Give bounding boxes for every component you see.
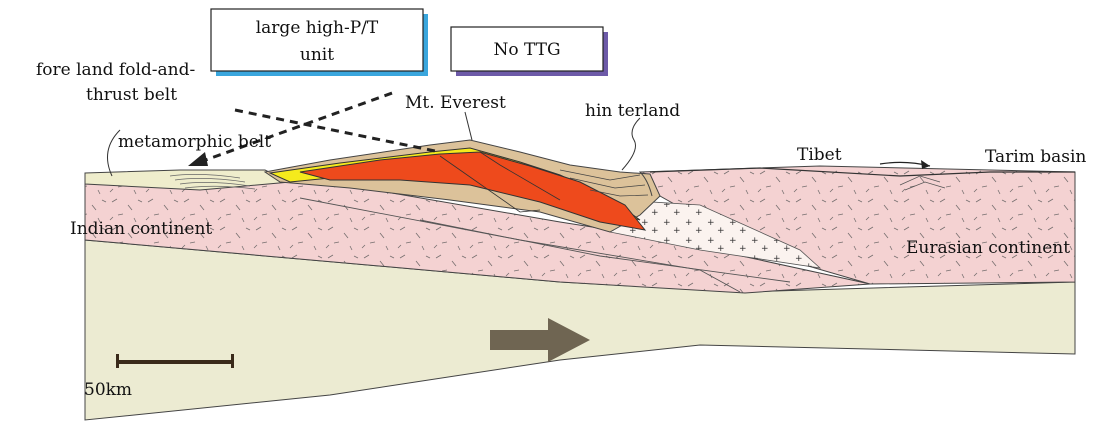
no-ttg-label: No TTG xyxy=(493,40,560,60)
scale-bar-label: 50km xyxy=(84,380,132,400)
hinterland-label: hin terland xyxy=(585,101,680,121)
high-pt-box-line1: large high-P/T xyxy=(256,18,379,38)
exhumation-arrowhead xyxy=(188,152,208,166)
foreland-label-line2: thrust belt xyxy=(86,85,177,105)
foreland-label-line1: fore land fold-and- xyxy=(36,60,195,80)
indian-continent-label: Indian continent xyxy=(70,219,212,239)
hinterland-leader xyxy=(622,118,640,170)
high-pt-box: large high-P/T unit xyxy=(211,9,428,76)
metamorphic-belt-label: metamorphic belt xyxy=(118,132,271,152)
no-ttg-box: No TTG xyxy=(451,27,608,76)
tibet-label: Tibet xyxy=(797,145,842,165)
mt-everest-label: Mt. Everest xyxy=(405,93,506,113)
everest-leader xyxy=(465,112,472,140)
eurasian-continent-label: Eurasian continent xyxy=(906,238,1070,258)
tarim-basin-label: Tarim basin xyxy=(985,147,1086,167)
tibet-motion-arrowhead xyxy=(921,160,930,169)
high-pt-box-line2: unit xyxy=(300,45,334,65)
